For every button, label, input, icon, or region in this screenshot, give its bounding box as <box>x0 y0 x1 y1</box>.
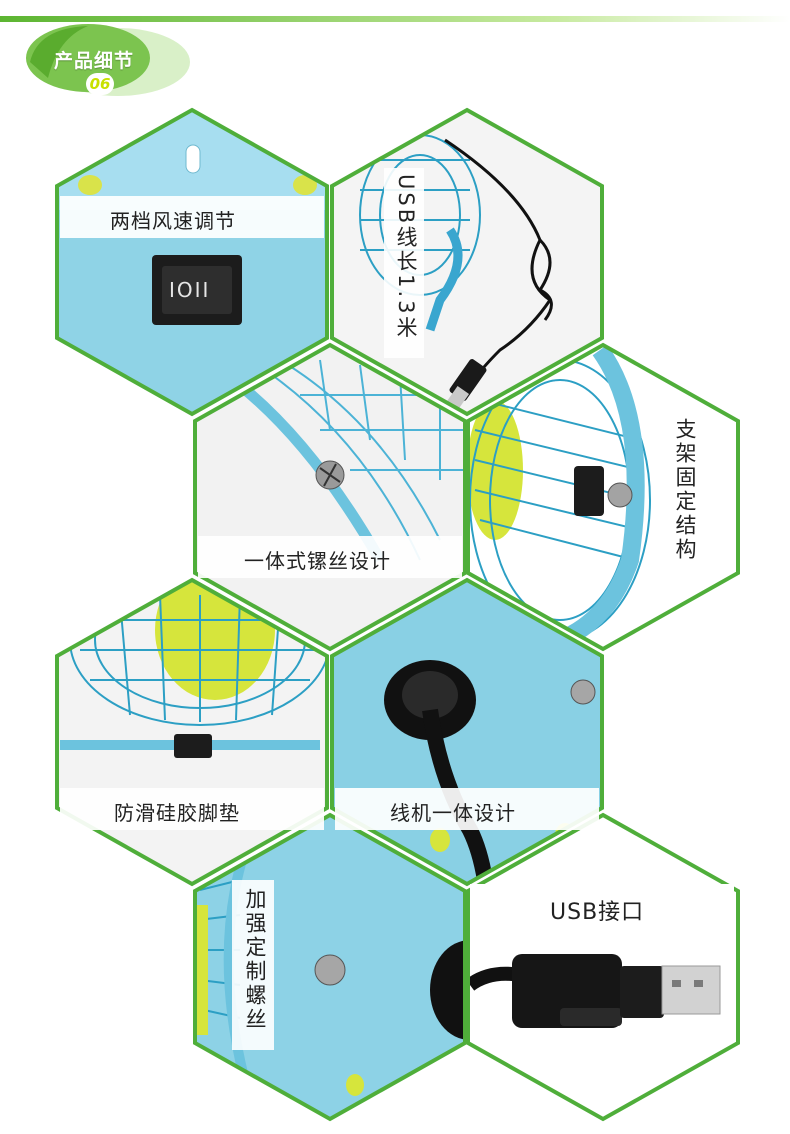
label-two-speed: 两档风速调节 <box>110 209 236 233</box>
section-badge: 产品细节 06 <box>18 18 196 100</box>
label-one-piece-screw: 一体式镙丝设计 <box>244 549 391 573</box>
label-usb-cable-length: USB线长1.3米 <box>394 174 418 341</box>
badge-leaf-shape <box>26 24 190 96</box>
switch-marking: IOII <box>169 278 211 302</box>
label-reinforced-screw: 加强定制螺丝 <box>243 888 267 1032</box>
label-integrated-cord: 线机一体设计 <box>390 801 516 825</box>
hex-borders <box>55 107 740 1122</box>
label-bands <box>60 168 734 1050</box>
badge-title: 产品细节 <box>54 50 135 72</box>
top-green-line <box>0 16 790 22</box>
label-usb-port: USB接口 <box>550 900 645 925</box>
label-bracket-structure: 支架固定结构 <box>673 418 697 562</box>
badge-number: 06 <box>86 73 114 95</box>
label-anti-slip-pad: 防滑硅胶脚垫 <box>114 801 240 825</box>
